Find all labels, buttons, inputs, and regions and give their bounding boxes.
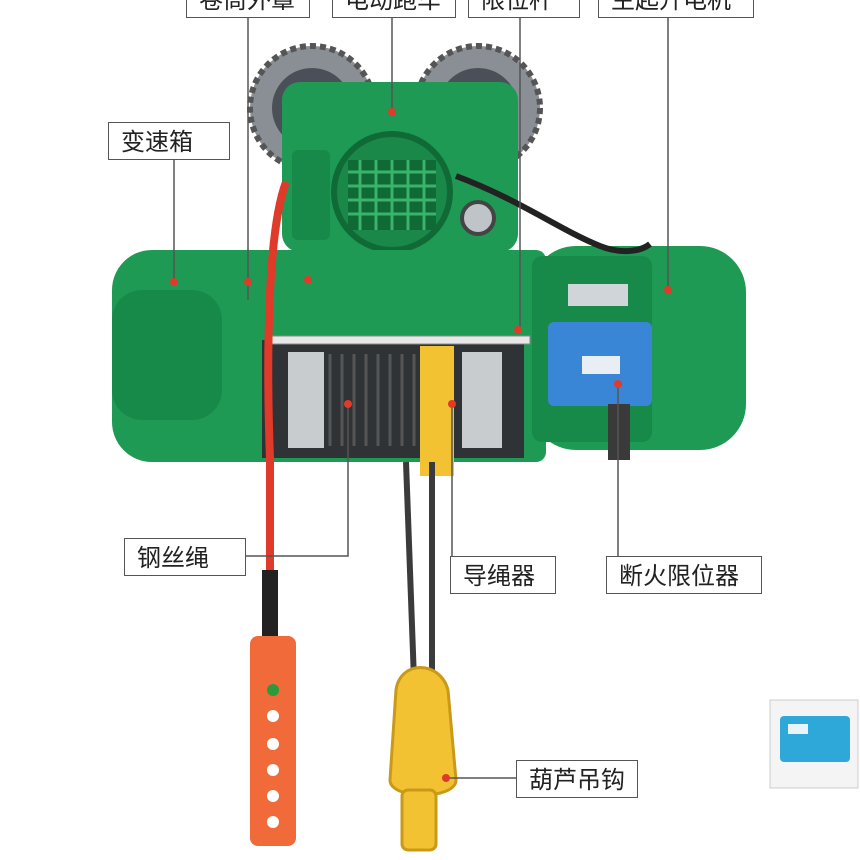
hook-block <box>388 666 458 852</box>
pendant-btn-1 <box>267 710 279 722</box>
trolley-side-left <box>292 150 330 240</box>
label-drum-cover: 卷筒外罩 <box>186 0 310 18</box>
pendant-btn-3 <box>267 764 279 776</box>
hook-sheave-housing <box>388 666 458 797</box>
control-pendant <box>250 636 296 846</box>
rope-drum <box>262 335 531 476</box>
label-electric-trolley: 电动跑车 <box>332 0 456 18</box>
pendant-btn-green <box>267 684 279 696</box>
anchor-dots <box>170 108 672 782</box>
limit-rod <box>267 335 531 345</box>
hook-shank <box>400 788 438 852</box>
power-cable <box>454 173 652 254</box>
grille-lines <box>348 160 436 230</box>
pendant-btn-2 <box>267 738 279 750</box>
label-main-hoist-motor: 主起升电机 <box>598 0 754 18</box>
cable-strain <box>262 570 278 640</box>
trolley-bolt <box>460 200 496 236</box>
drum-right-ring <box>462 352 502 448</box>
trolley-body <box>282 82 518 253</box>
rope-windings <box>328 354 416 446</box>
pendant-btn-5 <box>267 816 279 828</box>
controller-box-thumbnail <box>769 699 859 789</box>
thumb-display <box>788 724 808 734</box>
thumb-box <box>780 716 850 762</box>
motor-plate <box>568 284 628 306</box>
label-gearbox: 变速箱 <box>108 122 230 160</box>
fire-limit-switch <box>548 322 652 460</box>
leader-lines <box>173 18 669 779</box>
pendant-btn-4 <box>267 790 279 802</box>
limit-box-cable <box>608 404 630 460</box>
label-hoist-hook: 葫芦吊钩 <box>516 760 638 798</box>
label-rope-guide: 导绳器 <box>450 556 556 594</box>
control-cable <box>264 180 290 580</box>
label-limit-rod: 限位杆 <box>468 0 580 18</box>
drum-left-ring <box>288 352 324 448</box>
wire-ropes <box>403 461 435 681</box>
rope-guide-block <box>420 346 454 476</box>
limit-box-plate <box>582 356 620 374</box>
label-fire-limit-switch: 断火限位器 <box>606 556 762 594</box>
gearbox-end <box>112 290 222 420</box>
label-wire-rope: 钢丝绳 <box>124 538 246 576</box>
